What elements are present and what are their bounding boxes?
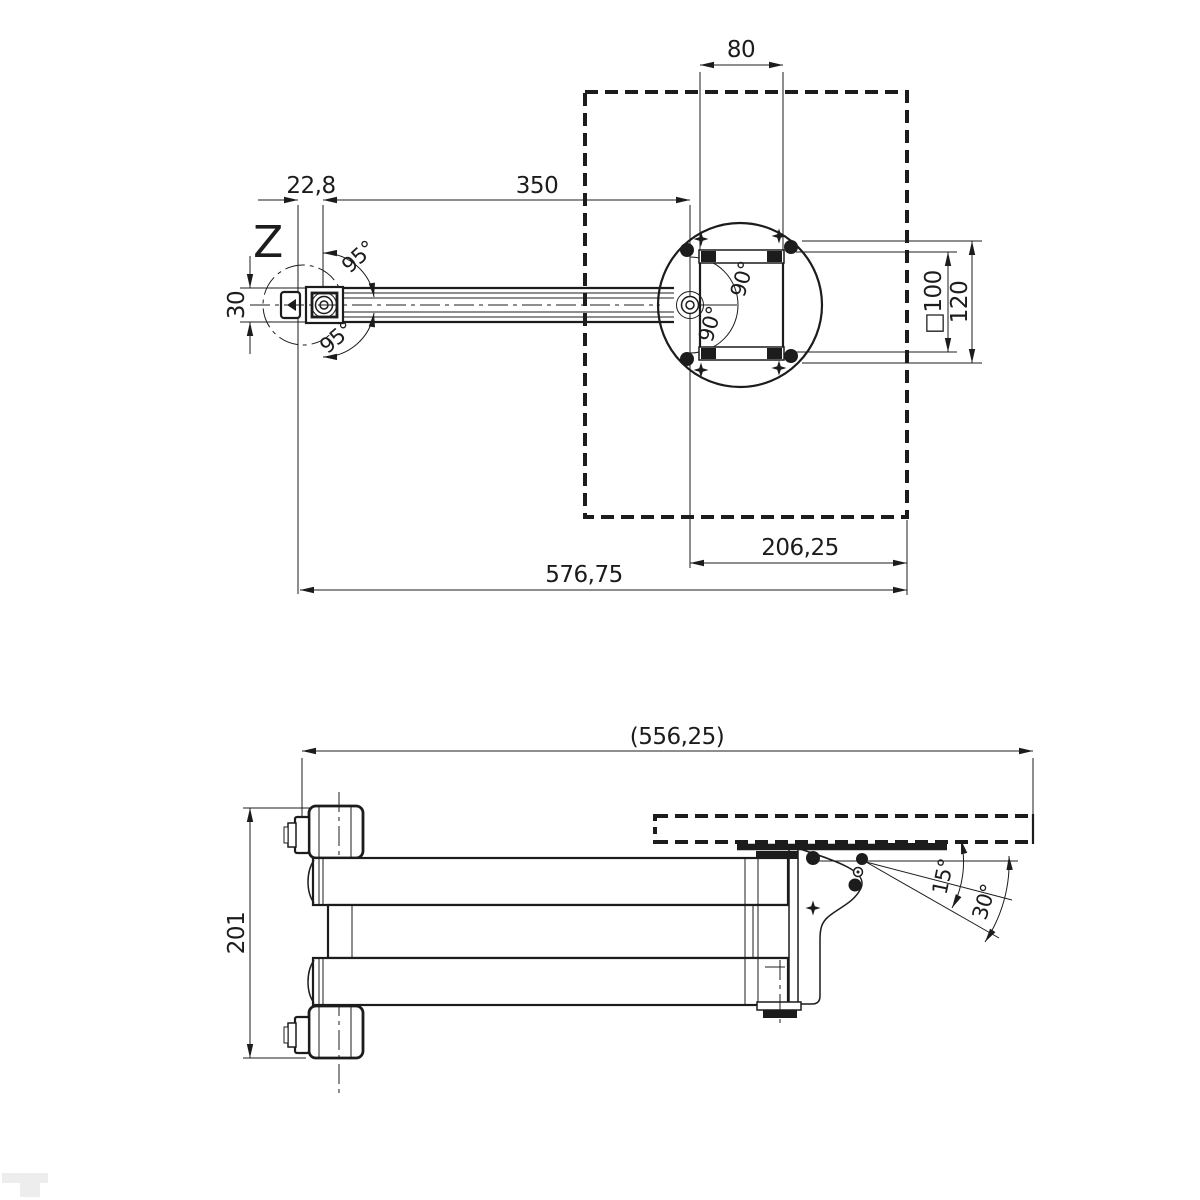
dim-overall-height-label: 201 bbox=[224, 912, 250, 954]
dim-plate-height: 120 bbox=[947, 241, 976, 363]
head-foot bbox=[756, 1001, 802, 1011]
dim-overall-height: 201 bbox=[224, 807, 310, 1059]
vesa-rail-top bbox=[698, 249, 785, 264]
vesa-screw-bottom-left bbox=[680, 352, 694, 366]
wall-clamp-lower bbox=[283, 1004, 365, 1060]
dim-wall-offset: 22,8 bbox=[258, 173, 336, 204]
tilt-angle-annotations: 15° 30° bbox=[818, 839, 1018, 943]
dim-bracket-height-label: 30 bbox=[224, 291, 250, 319]
vesa-screw-top-right bbox=[784, 240, 798, 254]
angle-head-lower-label: 90° bbox=[694, 304, 727, 345]
tilt-pivot-screw bbox=[806, 851, 820, 865]
clamp-screw-lower bbox=[293, 1015, 311, 1055]
arm-bar-lower bbox=[311, 956, 790, 1007]
angle-tilt-up-label: 15° bbox=[928, 857, 959, 897]
head-pivot-outer bbox=[676, 291, 704, 319]
vesa-screw-top-left bbox=[680, 243, 694, 257]
dim-overall-length-label: (556,25) bbox=[630, 724, 724, 750]
dim-overall-depth: 576,75 bbox=[300, 562, 907, 594]
tilt-head-side bbox=[737, 843, 947, 1028]
head-plate-circle bbox=[656, 221, 824, 389]
dim-bracket-height: 30 bbox=[224, 256, 254, 354]
angle-head-upper-label: 90° bbox=[726, 259, 759, 300]
monitor-outline-side-view bbox=[653, 814, 1035, 844]
dim-head-to-edge-label: 206,25 bbox=[761, 535, 838, 561]
vesa-rail-bottom bbox=[698, 346, 785, 361]
detail-z-label: Z bbox=[253, 217, 283, 268]
top-view: 80 22,8 350 30 Z bbox=[224, 37, 982, 595]
arm-profile-top bbox=[250, 286, 674, 324]
dim-wall-offset-label: 22,8 bbox=[286, 173, 335, 199]
dim-plate-height-label: 120 bbox=[947, 281, 973, 323]
dim-overall-length: (556,25) bbox=[301, 724, 1034, 852]
vesa-head-top: 90° 90° bbox=[656, 221, 824, 389]
angle-tilt-down-label: 30° bbox=[968, 881, 1001, 922]
head-pivot-center bbox=[685, 300, 695, 310]
dim-overall-depth-label: 576,75 bbox=[545, 562, 622, 588]
dim-vesa-label: □100 bbox=[921, 270, 947, 334]
side-view: (556,25) 201 bbox=[224, 724, 1035, 1096]
head-column bbox=[788, 848, 799, 1006]
dim-vesa: □100 bbox=[921, 252, 952, 352]
arm-bars-side bbox=[307, 856, 792, 1007]
arm-bar-upper bbox=[311, 856, 790, 907]
dim-hole-spacing-label: 80 bbox=[727, 37, 755, 63]
dim-arm-length-label: 350 bbox=[516, 173, 558, 199]
corner-watermark bbox=[2, 1173, 48, 1197]
dim-arm-length: 350 bbox=[323, 173, 690, 204]
dim-head-to-edge: 206,25 bbox=[690, 535, 907, 567]
arm-bar-middle bbox=[326, 903, 792, 960]
vesa-screw-bottom-right bbox=[784, 349, 798, 363]
tilt-bracket-curve bbox=[798, 848, 863, 1005]
wall-clamp-upper bbox=[283, 804, 365, 860]
dim-hole-spacing: 80 bbox=[700, 37, 783, 69]
clamp-screw-upper bbox=[293, 815, 311, 855]
angle-swivel-upper-label: 95° bbox=[337, 236, 380, 278]
